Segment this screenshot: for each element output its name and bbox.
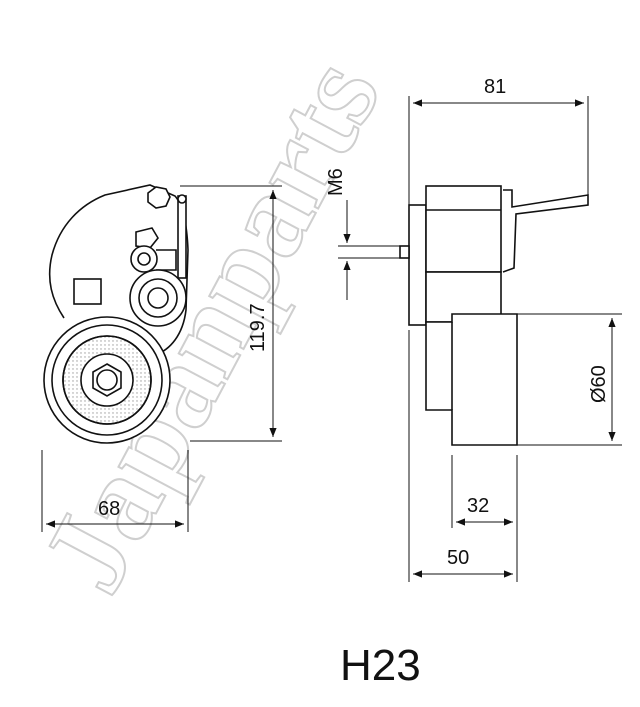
dim-width-front: 68 <box>98 498 120 520</box>
dim-width-side-top: 81 <box>484 76 506 98</box>
mount-plate <box>408 204 427 326</box>
dim-width-side-bottom: 50 <box>447 547 469 569</box>
pulley-side <box>425 313 518 446</box>
front-view <box>43 184 189 444</box>
m6-stud <box>399 245 410 259</box>
watermark-text: Japanparts <box>16 38 406 613</box>
spring-rod <box>502 189 589 273</box>
dim-diameter: Ø60 <box>588 365 610 403</box>
side-dimensions <box>338 96 622 582</box>
side-view <box>399 185 589 446</box>
front-dimensions <box>41 185 282 532</box>
square-window <box>73 278 102 305</box>
adjust-rod <box>177 195 187 279</box>
hex-nut <box>147 186 171 209</box>
part-number: H23 <box>340 641 421 690</box>
watermark: Japanparts <box>15 37 407 614</box>
dim-height-total: 119.7 <box>247 303 269 352</box>
dim-thread: M6 <box>325 168 347 196</box>
dim-pulley-width: 32 <box>467 495 489 517</box>
tensioner-body <box>425 185 502 273</box>
